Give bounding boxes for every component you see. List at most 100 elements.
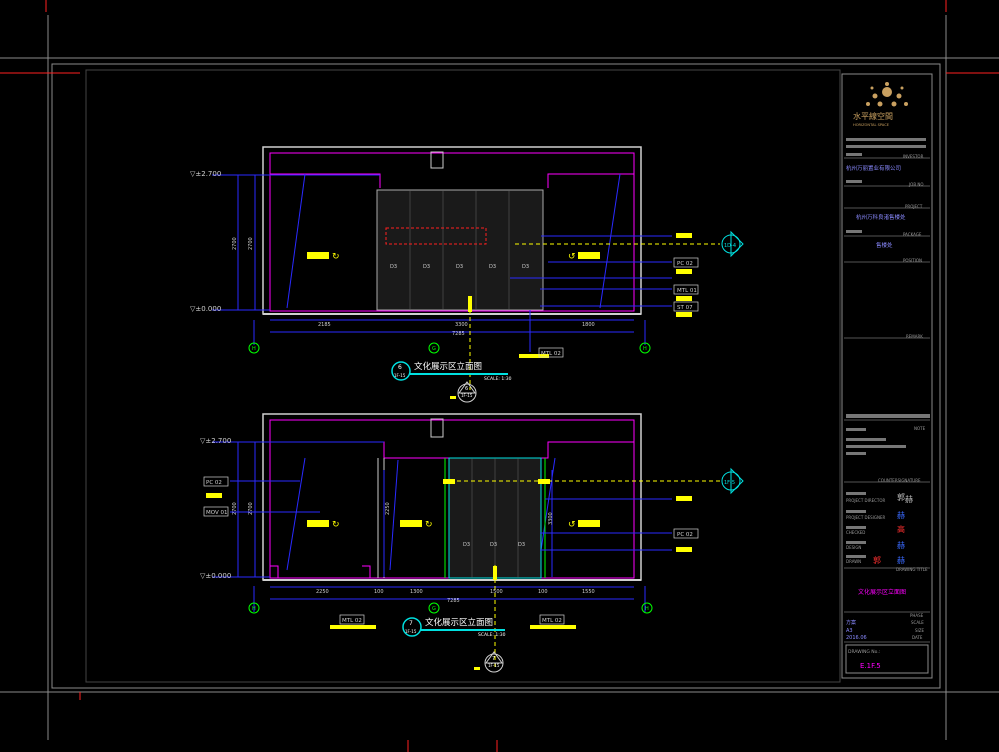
elev2-dim: 1500 (490, 589, 503, 595)
svg-text:↻: ↻ (332, 252, 340, 262)
svg-text:↻: ↻ (425, 520, 433, 530)
elev1-grid-mid: G (432, 346, 436, 352)
sheet-frame (0, 15, 999, 740)
project-designer-label: PROJECT DESIGNER (846, 515, 886, 520)
position-label: POSITION (903, 258, 922, 263)
elev2-section-ref: 1F-5 (724, 480, 735, 486)
elev2-callout-right-pc02: PC 02 (677, 532, 693, 538)
elev1-grid-right: H (643, 346, 647, 352)
elev1-panel-tag: D3 (522, 264, 529, 270)
scale-label: SCALE (911, 620, 924, 625)
project-label: PROJECT (905, 204, 923, 209)
drawing-title: 文化展示区立面图 (858, 588, 906, 596)
phase-value: 方案 (846, 619, 856, 626)
elev2-dim: 100 (374, 589, 384, 595)
elev1-panel-tag: D3 (489, 264, 496, 270)
elev2-height-dim: 2700 (232, 502, 238, 515)
elev1-callout-mtl01: MTL 01 (677, 288, 697, 294)
elev2-ceiling-vent (430, 418, 444, 438)
elev1-ceiling-vent (430, 151, 444, 169)
svg-text:↺: ↺ (568, 520, 576, 530)
countersignature-label: COUNTERSIGNATURE (878, 478, 921, 483)
elev2-level-top: ▽±2.700 (200, 437, 231, 445)
elev1-dim: 2185 (318, 322, 331, 328)
elev2-callout-left-pc02: PC 02 (206, 480, 222, 486)
elev2-height-dim: 2250 (385, 502, 391, 515)
light-fixture-icon (578, 252, 600, 259)
design-label: DESIGN (846, 545, 861, 550)
elev2-bubble-sub: 1F-15 (488, 663, 500, 668)
light-fixture-icon (307, 520, 329, 527)
drawing-title-label: DRAWING TITLE (896, 567, 928, 572)
remark-label: REMARK (906, 334, 923, 339)
elev1-height-dim: 2700 (232, 237, 238, 250)
elev2-dim: 2250 (316, 589, 329, 595)
elev1-callout-mtl02: MTL 02 (541, 351, 561, 357)
elev1-scale: SCALE: 1:30 (484, 376, 512, 382)
logo-sub: HORIZONTAL SPACE (853, 123, 890, 127)
title-marker-icon (391, 361, 411, 381)
investor-label: INVESTOR (903, 154, 924, 159)
elev1-callout-pc02: PC 02 (677, 261, 693, 267)
svg-text:赫: 赫 (897, 541, 905, 550)
elev2-title-num: 7 (409, 620, 413, 627)
elev2-grid-right: H (645, 606, 649, 612)
svg-text:↺: ↺ (568, 252, 576, 262)
elev1-title-num: 6 (398, 364, 402, 371)
elev1-section-ref: 1D-4 (724, 243, 736, 249)
elev1-dim: 3300 (455, 322, 468, 328)
svg-text:高: 高 (897, 524, 905, 534)
elevation-2: ↻ ↻ ↺ (206, 413, 744, 673)
elev2-grid-mid: G (432, 606, 436, 612)
elev2-callout-bottom-mtl02: MTL 02 (542, 618, 562, 624)
svg-text:赫: 赫 (905, 495, 913, 504)
title-block: 郭 赫 赫 高 赫 郭 赫 (841, 73, 933, 679)
elev1-dim: 1800 (582, 322, 595, 328)
grid-bubble-icon (428, 602, 440, 614)
svg-text:赫: 赫 (897, 511, 905, 520)
svg-text:郭: 郭 (897, 492, 905, 502)
package-label: PACKAGE (903, 232, 922, 237)
light-fixture-icon (400, 520, 422, 527)
drawn-label: DRAWN (846, 559, 861, 564)
project-value: 杭州万科良渚售楼处 (856, 213, 906, 221)
elevation-bubble-icon (484, 653, 504, 673)
elev2-panel-tag: D3 (490, 542, 497, 548)
svg-text:赫: 赫 (897, 556, 905, 565)
elev2-callout-bottom-mtl02: MTL 02 (342, 618, 362, 624)
elev1-dim-total: 7285 (452, 331, 465, 337)
elev2-grid-left: H (252, 606, 256, 612)
elev1-panel-tag: D3 (390, 264, 397, 270)
elev2-dim: 1550 (582, 589, 595, 595)
package-value: 售楼处 (876, 241, 893, 249)
drawing-no-label: DRAWING No.: (848, 649, 880, 655)
elev2-level-bottom: ▽±0.000 (200, 572, 231, 580)
elev2-dim-total: 7285 (447, 598, 460, 604)
elev2-title-sub: 1F-15 (405, 629, 417, 634)
drawing-no: E.1F.5 (860, 662, 881, 670)
svg-text:↻: ↻ (332, 520, 340, 530)
elev1-level-top: ▽±2.700 (190, 170, 221, 178)
elev2-panel-tag: D3 (518, 542, 525, 548)
grid-bubble-icon (639, 342, 651, 354)
logo-text: 水平線空間 (853, 111, 893, 121)
title-marker-icon (402, 617, 422, 637)
elevation-1: ↻ ↺ (212, 146, 744, 403)
elev2-callout-left-mov01: MOV 01 (206, 510, 228, 516)
elev1-grid-left: H (252, 346, 256, 352)
elev1-mesh-panel (376, 189, 544, 311)
elev1-level-bottom: ▽±0.000 (190, 305, 221, 313)
elev1-title-sub: 1F-15 (394, 373, 406, 378)
date-label: DATE (912, 635, 923, 640)
elev1-callout-st07: ST 07 (677, 305, 693, 311)
elev2-bubble-num: 7 (492, 656, 495, 662)
elevation-bubble-icon (457, 383, 477, 403)
elev1-panel-tag: D3 (423, 264, 430, 270)
size-label: SIZE (915, 628, 924, 633)
elev1-title: 文化展示区立面图 (414, 361, 482, 372)
elev1-panel-tag: D3 (456, 264, 463, 270)
elev2-panel-tag: D3 (463, 542, 470, 548)
